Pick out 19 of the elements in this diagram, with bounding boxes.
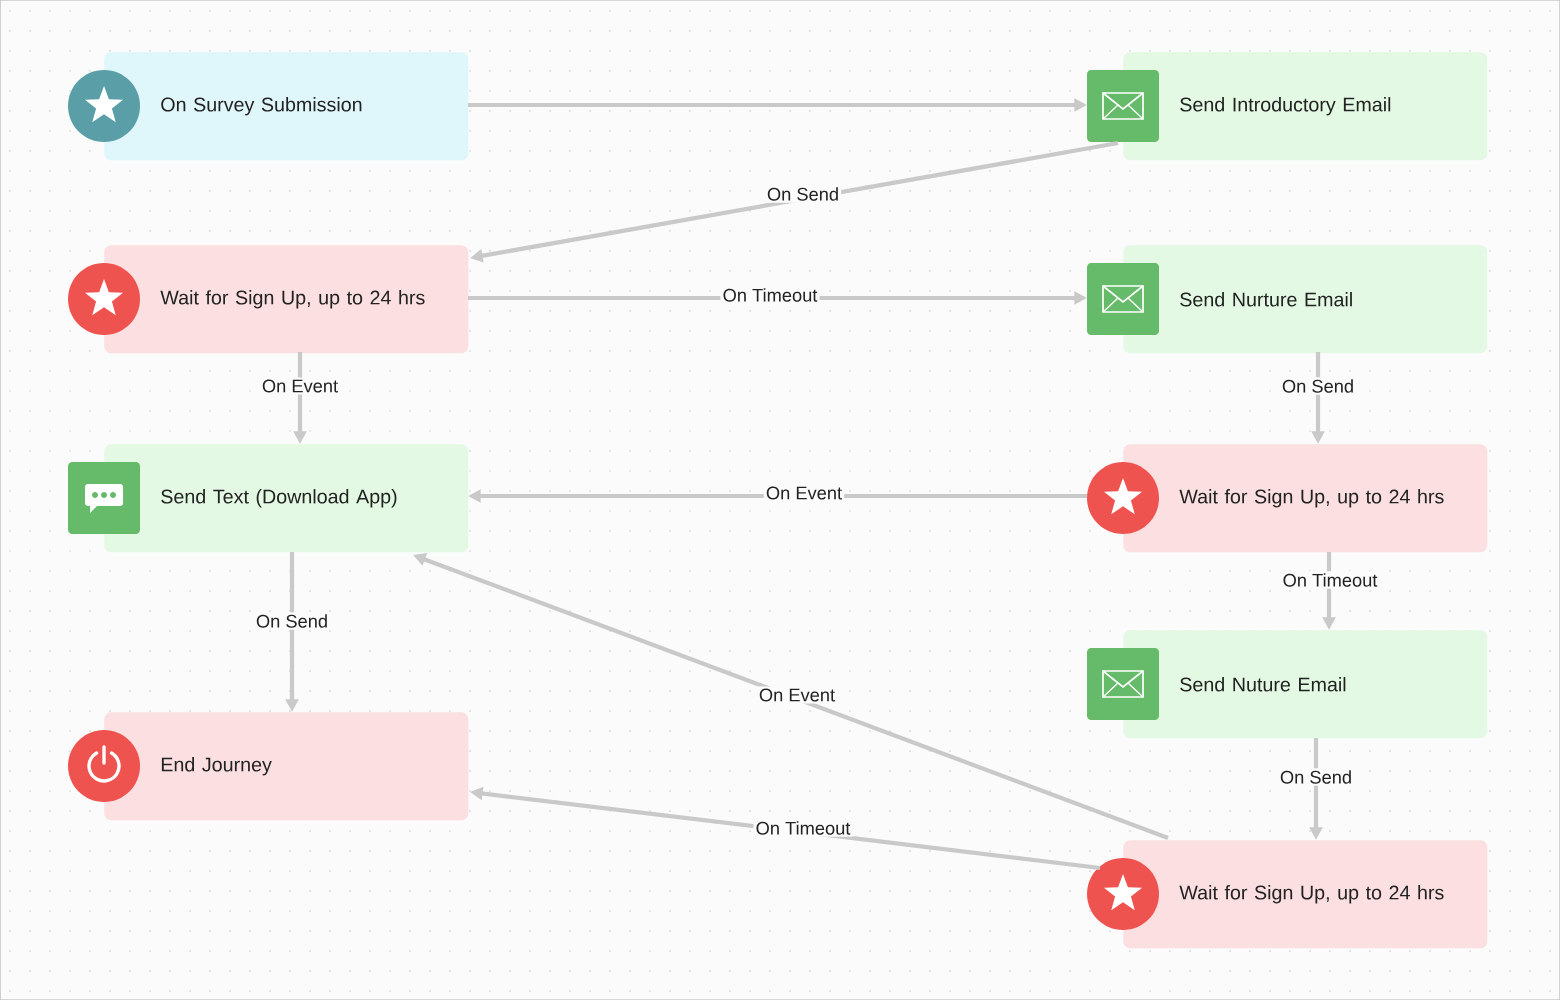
step-box: Send Text (Download App) <box>104 444 469 553</box>
step-box: On Survey Submission <box>104 52 469 161</box>
edge-label: On Send <box>764 185 842 203</box>
edge-label: On Event <box>763 484 845 502</box>
edge-label: On Event <box>756 686 838 704</box>
step-box: End Journey <box>104 712 469 821</box>
step-box: Send Nuture Email <box>1123 630 1488 739</box>
edge-label: On Send <box>1279 377 1357 395</box>
step-box: Wait for Sign Up, up to 24 hrs <box>104 245 469 354</box>
edge-label: On Timeout <box>720 286 820 304</box>
step-box: Wait for Sign Up, up to 24 hrs <box>1123 444 1488 553</box>
step-box: Wait for Sign Up, up to 24 hrs <box>1123 840 1488 949</box>
edge-label: On Send <box>1277 768 1355 786</box>
edge-label: On Timeout <box>753 819 853 837</box>
edge-label: On Event <box>259 377 341 395</box>
step-box: Send Introductory Email <box>1123 52 1488 161</box>
edge-label: On Timeout <box>1280 571 1380 589</box>
edge-label: On Send <box>253 612 331 630</box>
step-box: Send Nurture Email <box>1123 245 1488 354</box>
